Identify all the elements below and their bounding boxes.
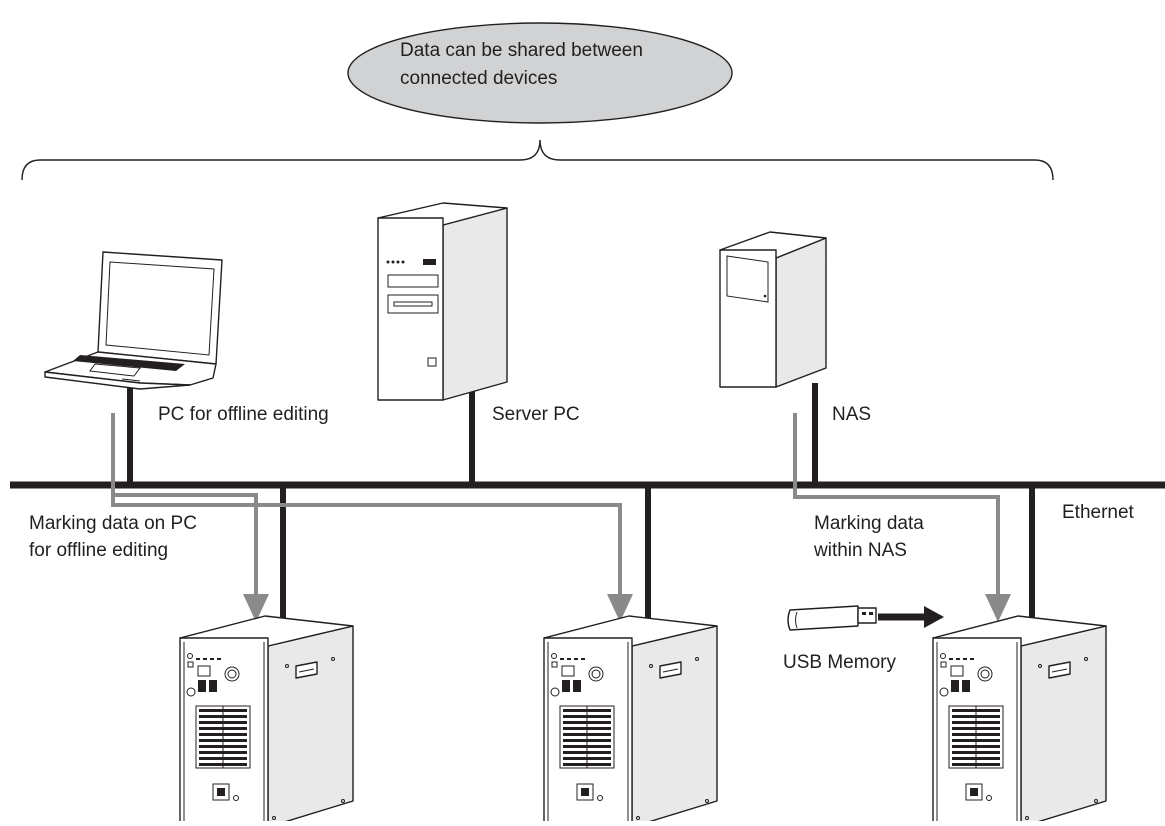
nas-data-label-line1: Marking data xyxy=(814,513,924,534)
usb-arrowhead xyxy=(924,606,944,628)
server-label: Server PC xyxy=(492,404,580,425)
pc-data-label-line1: Marking data on PC xyxy=(29,513,197,534)
marking-controller-1 xyxy=(179,615,354,826)
callout-bubble xyxy=(347,22,733,124)
arrowhead-1 xyxy=(243,594,269,622)
nas-data-label-line2: within NAS xyxy=(813,540,907,561)
arrowhead-2 xyxy=(607,594,633,622)
arrowhead-3 xyxy=(985,594,1011,622)
usb-memory-icon xyxy=(787,605,877,631)
nas-icon xyxy=(719,231,827,388)
ethernet-label: Ethernet xyxy=(1062,502,1135,523)
pc-data-flow-arrow-1 xyxy=(111,413,258,598)
pc-data-flow-arrow-2 xyxy=(111,495,622,598)
nas-data-flow-arrow xyxy=(793,413,1000,598)
grouping-brace xyxy=(21,139,1054,181)
callout-text-line1: Data can be shared between xyxy=(400,40,643,61)
laptop-label: PC for offline editing xyxy=(158,404,329,425)
nas-label: NAS xyxy=(832,404,871,425)
laptop-icon xyxy=(44,251,223,390)
marking-controller-3 xyxy=(932,615,1107,826)
pc-data-label-line2: for offline editing xyxy=(29,540,168,561)
server-pc-icon xyxy=(377,202,508,401)
marking-controller-2 xyxy=(543,615,718,826)
callout-text-line2: connected devices xyxy=(400,68,557,89)
usb-label: USB Memory xyxy=(783,652,896,673)
